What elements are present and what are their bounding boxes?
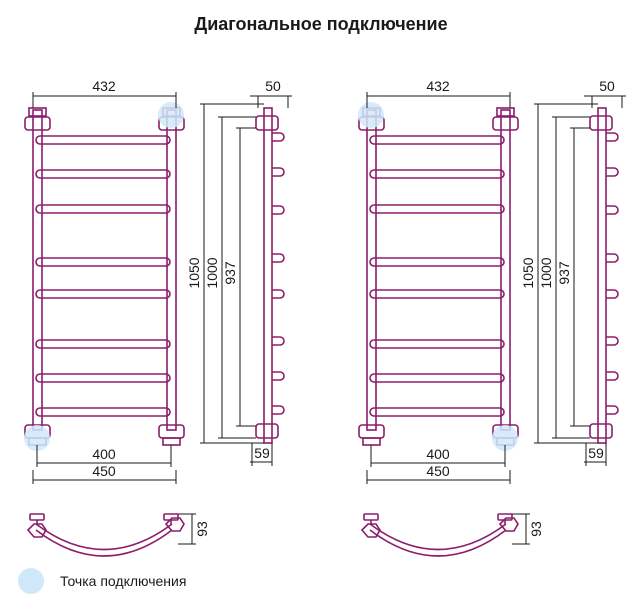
diagram-left: 432 400 450 50 1050 1000 937 59 93 [24,78,293,557]
dim-top-view: 93 [194,521,210,537]
dim-height-937: 937 [222,261,238,285]
dim-top-view: 93 [528,521,544,537]
dim-bottom-inner: 400 [426,446,450,462]
top-view [27,513,197,557]
legend-label: Точка подключения [60,573,187,589]
dim-height-1000: 1000 [204,257,220,288]
dim-height-937: 937 [556,261,572,285]
legend: Точка подключения [18,567,186,595]
dim-top-width: 432 [92,78,116,94]
dim-height-1050: 1050 [186,257,202,288]
connection-point-bottom-left [24,425,50,451]
top-view [361,513,531,557]
rungs [369,135,505,417]
dim-top-width: 432 [426,78,450,94]
towel-rail-front [24,107,185,446]
connection-point-bottom-right [492,425,518,451]
page-title: Диагональное подключение [194,14,448,34]
diagram-right: 432 400 450 50 1050 1000 937 59 93 [358,78,627,557]
dimension-lines [366,92,511,484]
connection-point-icon [18,568,44,594]
dimension-lines [32,92,177,484]
dim-depth-bottom: 59 [588,445,604,461]
dim-height-1000: 1000 [538,257,554,288]
dim-depth-bottom: 59 [254,445,270,461]
dim-height-1050: 1050 [520,257,536,288]
rungs [35,135,171,417]
dim-depth-top: 50 [265,78,281,94]
dim-bottom-inner: 400 [92,446,116,462]
connection-point-top-right [158,102,184,128]
dim-bottom-outer: 450 [426,463,450,479]
towel-rail-front [358,107,519,446]
connection-point-top-left [358,102,384,128]
dim-depth-top: 50 [599,78,615,94]
dim-bottom-outer: 450 [92,463,116,479]
